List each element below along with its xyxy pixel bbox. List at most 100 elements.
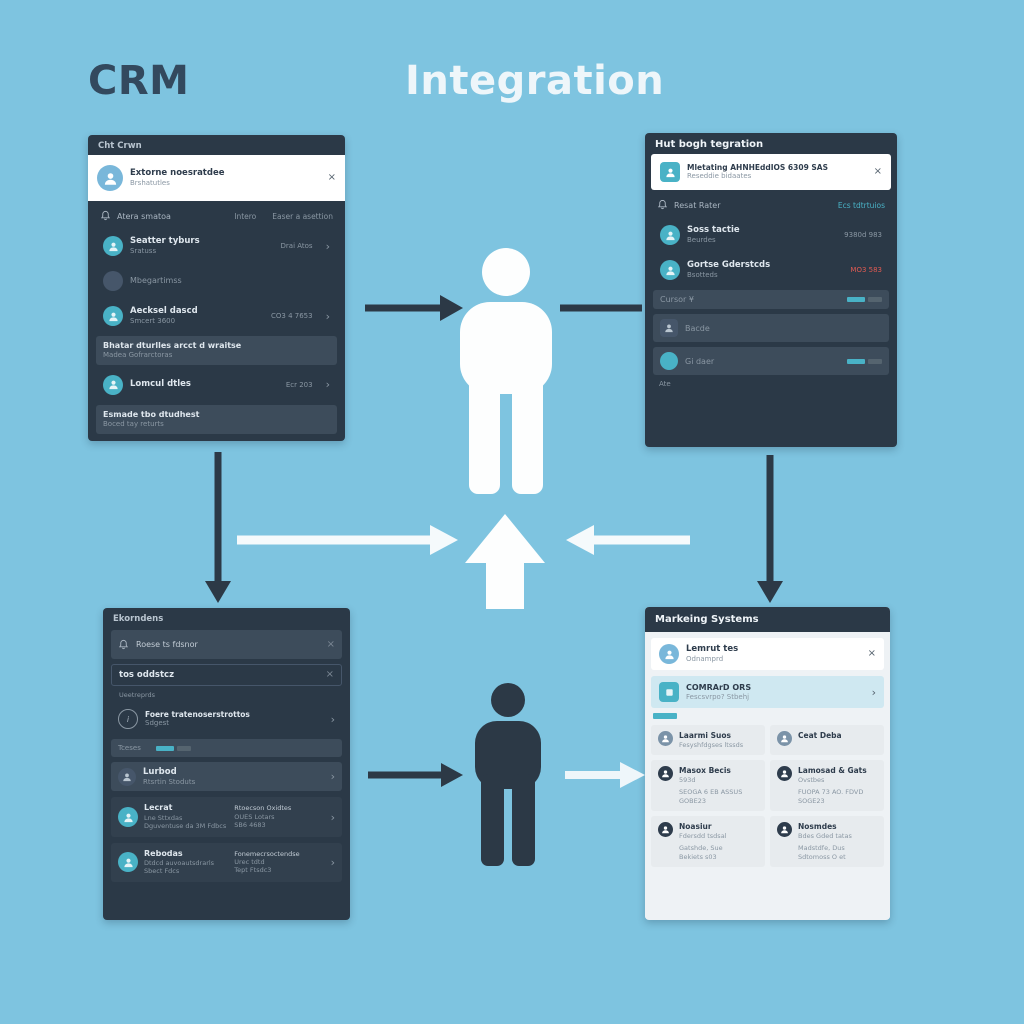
marketing-card[interactable]: Lamosad & Gats Ovstbes FUOPA 73 AO. FDVD… [770,760,884,812]
hub-progress-row[interactable]: Bacde [653,314,889,342]
chevron-right-icon[interactable]: › [325,309,330,323]
marketing-notification-row[interactable]: Lemrut tes Odnamprd × [651,638,884,670]
arrow-user-to-marketing [565,762,645,788]
person-avatar-icon [658,731,673,746]
row-meta: MO3 583 [850,266,882,274]
person-avatar-icon [658,822,673,838]
arrow-center-up [465,514,545,609]
crm-banner-row[interactable]: Bhatar dturlles arcct d wraitse Madea Go… [96,336,337,365]
marketing-card[interactable]: Ceat Deba [770,725,884,756]
banner-subtitle: Madea Gofrarctoras [103,351,173,359]
crm-list-row[interactable]: Mbegartimss [96,266,337,296]
chevron-right-icon[interactable]: › [325,378,330,392]
contact-avatar-icon [118,807,138,827]
notification-title: Mletating AHNHEddIOS 6309 SAS [687,162,829,172]
search-subtitle: Ueetreprds [119,691,156,699]
card-line2: Bdes Gded tatas [798,832,852,840]
contact-avatar-icon [659,644,679,664]
person-avatar-icon [777,766,792,782]
crm-filter-row[interactable]: Atera smatoa Intero Easer a asettion [96,207,337,226]
row-title: COMRArD ORS [686,682,752,692]
row-subtitle: Beurdes [687,235,716,244]
filter-link-1[interactable]: Intero [234,212,257,221]
systems-search-row[interactable]: tos oddstcz × [111,664,342,686]
chevron-right-icon[interactable]: › [330,712,335,726]
card-title: Laarmi Suos [679,731,731,740]
marketing-card[interactable]: Noasiur Fdersdd tsdsal Gatshde, Sue Beki… [651,816,765,868]
progress-label: Cursor ¥ [660,295,694,304]
crm-panel-title: Cht Crwn [98,141,142,151]
contact-col2c: SB6 4683 [234,821,266,830]
chevron-right-icon[interactable]: › [330,810,335,824]
marketing-card[interactable]: Nosmdes Bdes Gded tatas Madstdfe, Dus Sd… [770,816,884,868]
hub-filter-row[interactable]: Resat Rater Ecs tdtrtuios [653,196,889,215]
chevron-right-icon[interactable]: › [325,239,330,253]
chevron-right-icon[interactable]: › [330,855,335,869]
card-line4: GOBE23 [679,796,706,805]
crm-footer-row[interactable]: Esmade tbo dtudhest Boced tay returts [96,404,337,434]
close-icon[interactable]: × [873,166,882,177]
systems-panel: Ekorndens Roese ts fdsnor × tos oddstcz … [103,608,350,920]
hub-notification-row[interactable]: Mletating AHNHEddIOS 6309 SAS Reseddie b… [651,154,891,190]
card-line2: 593d [679,775,696,784]
hub-list-row[interactable]: Soss tactie Beurdes 9380d 983 [653,220,889,250]
systems-alert-row[interactable]: Roese ts fdsnor × [111,630,342,659]
info-icon: i [118,709,138,729]
systems-progress-row[interactable]: Tceses [111,739,342,757]
systems-selected-row[interactable]: Lurbod Rtsrtin Stoduts › [111,762,342,792]
row-subtitle: Sratuss [130,246,157,255]
card-line2: Fdersdd tsdsal [679,832,727,840]
hub-panel-title: Hut bogh tegration [655,139,764,150]
card-title: Lamosad & Gats [798,766,867,776]
chevron-right-icon[interactable]: › [871,685,876,699]
row-meta: CO3 4 7653 [271,312,313,320]
filter-label: Atera smatoa [117,212,171,221]
systems-panel-title: Ekorndens [113,614,164,624]
row-title: Lomcul dtles [130,379,191,390]
person-avatar-icon [118,767,136,786]
marketing-highlight-row[interactable]: COMRArD ORS Fescsvrpo? Stbehj › [651,676,884,708]
row-title: Gortse Gderstcds [687,260,771,271]
crm-notification-row[interactable]: Extorne noesratdee Brshatutles × [88,155,345,201]
progress-bar [653,713,677,719]
row-title: Aecksel dascd [130,306,198,317]
notification-subtitle: Brshatutles [130,178,170,187]
systems-contact-row[interactable]: Rebodas Dtdcd auvoautsdrarls Sbect Fdcs … [111,842,342,882]
card-line4: SOGE23 [798,796,825,805]
crm-list-row[interactable]: Lomcul dtles Ecr 203 › [96,370,337,400]
hub-list-row[interactable]: Gortse Gderstcds Bsotteds MO3 583 [653,255,889,285]
marketing-card-grid: Laarmi Suos Fesyshfdgses ltssds Ceat Deb… [651,725,884,868]
filter-link[interactable]: Ecs tdtrtuios [837,201,885,210]
record-avatar-icon [103,271,123,291]
row-title: Seatter tyburs [130,236,200,247]
card-title: Nosmdes [798,822,837,832]
hub-panel: Hut bogh tegration Mletating AHNHEddIOS … [645,133,897,447]
card-line3: Madstdfe, Dus [798,844,845,853]
filter-link-2[interactable]: Easer a asettion [272,212,333,221]
card-line3: FUOPA 73 AO. FDVD [798,788,864,797]
systems-contact-row[interactable]: Lecrat Lne Sttxdas Dguventuse da 3M Fdbc… [111,797,342,837]
close-icon[interactable]: × [325,669,334,680]
card-line3: SEOGA 6 EB ASSUS [679,788,743,797]
search-label: tos oddstcz [119,670,175,680]
hub-progress-row[interactable]: Cursor ¥ [653,290,889,309]
record-avatar-icon [660,352,678,370]
crm-panel: Cht Crwn Extorne noesratdee Brshatutles … [88,135,345,441]
chevron-right-icon[interactable]: › [330,770,335,784]
progress-bar [847,297,882,302]
marketing-card[interactable]: Masox Becis 593d SEOGA 6 EB ASSUS GOBE23 [651,760,765,812]
close-icon[interactable]: × [327,172,336,183]
hub-progress-row[interactable]: Gi daer [653,347,889,375]
person-avatar-icon [777,822,792,838]
systems-info-row[interactable]: i Foere tratenoserstrottos Sdgest › [111,704,342,734]
record-avatar-icon [660,260,680,280]
contact-avatar-icon [97,165,123,191]
marketing-card[interactable]: Laarmi Suos Fesyshfdgses ltssds [651,725,765,756]
contact-name: Lecrat [144,803,173,813]
crm-list-row[interactable]: Seatter tyburs Sratuss Drai Atos › [96,231,337,261]
row-title: Mbegartimss [130,276,182,285]
crm-list-row[interactable]: Aecksel dascd Smcert 3600 CO3 4 7653 › [96,301,337,331]
close-icon[interactable]: × [867,648,876,659]
contact-col2b: Urec tdtd [234,858,265,867]
close-icon[interactable]: × [326,638,335,650]
